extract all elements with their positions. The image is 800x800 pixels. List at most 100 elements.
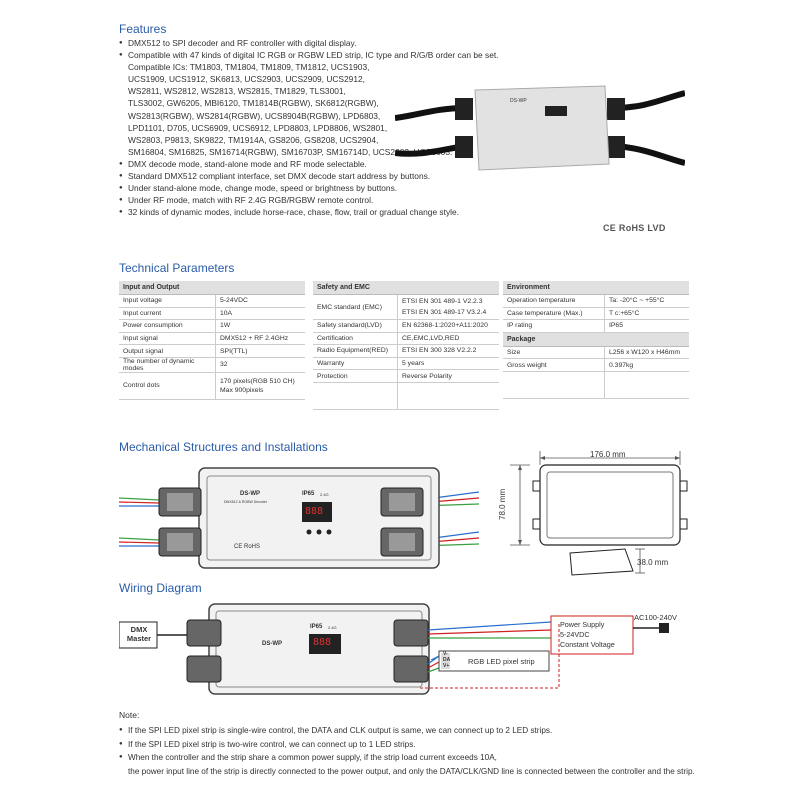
feature-item: Standard DMX512 compliant interface, set…: [119, 170, 619, 182]
safety-val: ETSI EN 301 489-17 V3.2.4: [402, 309, 487, 316]
note-cont: the power input line of the strip is dir…: [128, 766, 695, 776]
env-key: Gross weight: [503, 358, 605, 372]
mech-ip: IP65: [302, 491, 315, 497]
pin-label: V+: [443, 663, 450, 669]
width-dim: 176.0 mm: [590, 450, 626, 459]
product-photo: DS-WP: [395, 85, 685, 171]
ics-line: WS2803, P9813, SK9822, TM1914A, GS8206, …: [128, 134, 379, 145]
feature-item: Under RF mode, match with RF 2.4G RGB/RG…: [119, 194, 619, 206]
safety-key: Safety standard(LVD): [313, 319, 398, 333]
safety-key: Warranty: [313, 357, 398, 371]
mech-rohs: CE RoHS: [234, 544, 261, 550]
io-header: Input and Output: [119, 281, 305, 295]
cert-marks: CE RoHS LVD: [603, 223, 666, 233]
ac-label: AC100-240V: [634, 613, 677, 622]
feature-item: 32 kinds of dynamic modes, include horse…: [119, 206, 619, 218]
io-key: Control dots: [119, 372, 216, 400]
safety-key: EMC standard (EMC): [313, 294, 398, 320]
ics-line: UCS1909, UCS1912, SK6813, UCS2903, UCS29…: [128, 74, 365, 85]
feature-item: Under stand-alone mode, change mode, spe…: [119, 182, 619, 194]
package-header: Package: [503, 332, 689, 347]
env-header: Environment: [503, 281, 689, 295]
env-key: Size: [503, 346, 605, 360]
io-val: DMX512 + RF 2.4GHz: [215, 332, 305, 346]
psu-label: Power Supply 5-24VDC Constant Voltage: [560, 620, 615, 650]
env-val: T c:+65°C: [604, 307, 689, 321]
env-key: IP rating: [503, 319, 605, 333]
safety-header: Safety and EMC: [313, 281, 499, 295]
io-val: SPI(TTL): [215, 344, 305, 358]
env-val: L256 x W120 x H46mm: [604, 346, 689, 360]
feature-item: DMX decode mode, stand-alone mode and RF…: [119, 158, 619, 170]
note-item: If the SPI LED pixel strip is two-wire c…: [119, 738, 719, 752]
io-key: Input current: [119, 307, 216, 321]
io-key: The number of dynamic modes: [119, 357, 216, 373]
wiring-model: DS-WP: [262, 641, 282, 647]
safety-val: CE,EMC,LVD,RED: [397, 332, 499, 346]
io-val: 10A: [215, 307, 305, 321]
env-val: 0.397kg: [604, 358, 689, 372]
env-key: Case temperature (Max.): [503, 307, 605, 321]
env-key: Operation temperature: [503, 294, 605, 308]
wiring-display: 888: [313, 637, 332, 648]
master-label: Master: [126, 634, 152, 643]
pin-label: DA: [443, 657, 451, 663]
psu-l3: Constant Voltage: [560, 640, 615, 649]
features-list: DMX512 to SPI decoder and RF controller …: [119, 37, 619, 219]
safety-val: ETSI EN 300 328 V2.2.2: [397, 344, 499, 358]
io-key: Output signal: [119, 344, 216, 358]
safety-val: EN 62368-1:2020+A11:2020: [397, 319, 499, 333]
safety-key: Radio Equipment(RED): [313, 344, 398, 358]
note-item: When the controller and the strip share …: [119, 751, 719, 765]
psu-l1: Power Supply: [560, 620, 605, 629]
feature-item: Compatible with 47 kinds of digital IC R…: [119, 49, 619, 61]
ics-line: Compatible ICs: TM1803, TM1804, TM1809, …: [128, 62, 370, 73]
wiring-rf: 2.4G: [328, 625, 337, 630]
io-val: Max 900pixels: [220, 386, 264, 394]
notes-list: If the SPI LED pixel strip is single-wir…: [119, 724, 719, 778]
ics-line: WS2813(RGBW), WS2814(RGBW), UCS8904B(RGB…: [128, 110, 381, 121]
io-val: 1W: [215, 319, 305, 333]
pin-label: V-: [443, 651, 448, 657]
io-key: Power consumption: [119, 319, 216, 333]
safety-key: Protection: [313, 369, 398, 383]
strip-label: RGB LED pixel strip: [468, 657, 535, 666]
ics-line: SM16804, SM16825, SM16714(RGBW), SM16703…: [128, 146, 453, 157]
psu-l2: 5-24VDC: [560, 630, 590, 639]
safety-table: Safety and EMC EMC standard (EMC) ETSI E…: [313, 281, 499, 410]
mech-model: DS-WP: [240, 491, 260, 497]
ics-line: LPD1101, D705, UCS6909, UCS6912, LPD8803…: [128, 122, 388, 133]
dmx-label: DMX: [130, 625, 148, 634]
mech-display: 888: [305, 506, 324, 517]
height-dim: 78.0 mm: [498, 488, 507, 520]
mech-device-drawing: [119, 467, 479, 569]
env-val: Ta: -20°C ~ +55°C: [604, 294, 689, 308]
io-val: 32: [215, 357, 305, 373]
depth-dim: 38.0 mm: [637, 558, 669, 567]
io-key: Input signal: [119, 332, 216, 346]
io-val: 170 pixels(RGB 510 CH): [220, 377, 295, 385]
tech-title: Technical Parameters: [119, 261, 235, 275]
mech-rf: 2.4G: [320, 492, 329, 497]
notes-title: Note:: [119, 710, 140, 720]
io-key: Input voltage: [119, 294, 216, 308]
features-title: Features: [119, 22, 167, 36]
safety-key: Certification: [313, 332, 398, 346]
env-val: IP65: [604, 319, 689, 333]
note-item: If the SPI LED pixel strip is single-wir…: [119, 724, 719, 738]
wiring-ip: IP65: [310, 624, 323, 630]
feature-item: DMX512 to SPI decoder and RF controller …: [119, 37, 619, 49]
dimension-drawing: [510, 451, 688, 576]
safety-val: 5 years: [397, 357, 499, 371]
safety-val: ETSI EN 301 489-1 V2.2.3: [402, 298, 483, 305]
svg-text:DS-WP: DS-WP: [510, 98, 527, 104]
wiring-diagram: [119, 603, 669, 695]
strip-pins: V- DA V+: [443, 651, 450, 669]
ics-line: WS2811, WS2812, WS2813, WS2815, TM1829, …: [128, 86, 346, 97]
safety-val: Reverse Polarity: [397, 369, 499, 383]
wiring-title: Wiring Diagram: [119, 581, 202, 595]
mech-title: Mechanical Structures and Installations: [119, 440, 328, 454]
